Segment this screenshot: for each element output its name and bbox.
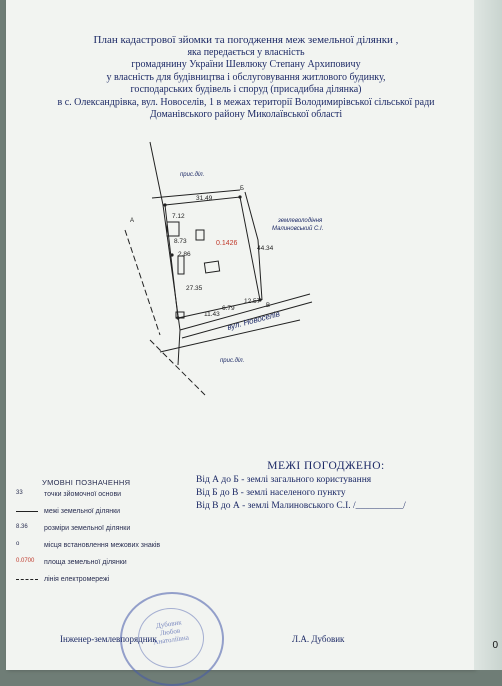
legend-key — [16, 575, 38, 580]
title-line: громадянину України Шевлюку Степану Архи… — [131, 59, 361, 70]
legend-key: 0.0700 — [16, 558, 35, 564]
dimension-label: 44.34 — [257, 245, 274, 252]
legend-heading: УМОВНІ ПОЗНАЧЕННЯ — [42, 478, 131, 487]
legend-key — [16, 507, 38, 512]
legend-text: лінія електромережі — [44, 576, 110, 583]
neighbor-boundary-left — [149, 141, 181, 366]
legend-key: 8.36 — [16, 524, 28, 530]
official-stamp-inner — [138, 608, 204, 668]
agreement-heading: МЕЖІ ПОГОДЖЕНО: — [267, 460, 385, 472]
legend-text: точки зйомочної основи — [44, 491, 122, 498]
legend-text: площа земельної ділянки — [44, 559, 127, 566]
legend-key: 33 — [16, 490, 23, 496]
legend-item: межі земельної ділянки — [16, 504, 186, 521]
page-edge: 0 — [474, 0, 502, 670]
street-line — [159, 319, 301, 353]
legend-item: 8.36 розміри земельної ділянки — [16, 521, 186, 538]
legend: УМОВНІ ПОЗНАЧЕННЯ 33 точки зйомочної осно… — [16, 478, 186, 589]
neighbor-boundary-top — [151, 189, 241, 199]
legend-item: 33 точки зйомочної основи — [16, 487, 186, 504]
corner-label: В — [266, 303, 270, 309]
power-line — [124, 229, 161, 336]
right-neighbor-label: Малиновський С.І. — [272, 225, 323, 232]
legend-text: розміри земельної ділянки — [44, 525, 131, 532]
document-title: План кадастрової зйомки та погодження ме… — [20, 34, 472, 122]
title-line: яка передається у власність — [187, 46, 305, 58]
legend-item: 0.0700 площа земельної ділянки — [16, 555, 186, 572]
signature-name: Л.А. Дубовик — [292, 634, 345, 644]
building — [177, 255, 185, 275]
agreement-row: Від В до А - землі Малиновського С.І. /_… — [196, 501, 406, 511]
side-mark: 0 — [492, 640, 498, 651]
street-line — [179, 293, 311, 331]
bottom-neighbor-label: прис.діл. — [220, 358, 244, 364]
dimension-label: 6.79 — [222, 305, 235, 312]
top-neighbor-label: прис.діл. — [180, 172, 204, 178]
boundary-marker — [258, 298, 262, 302]
legend-key: o — [16, 541, 20, 547]
power-line — [149, 339, 206, 396]
corner-label: Б — [240, 186, 244, 192]
cadastral-plan: прис.діл. землеволодіння Малиновський С.… — [124, 141, 323, 396]
legend-text: межі земельної ділянки — [44, 508, 121, 515]
neighbor-boundary-right — [244, 191, 263, 301]
dimension-label: 27.35 — [186, 285, 203, 292]
building — [203, 260, 221, 274]
right-neighbor-label: землеволодіння — [277, 218, 323, 224]
legend-item: лінія електромережі — [16, 572, 186, 589]
boundary-marker — [238, 195, 242, 199]
legend-text: місця встановлення межових знаків — [44, 542, 161, 549]
building — [195, 229, 205, 241]
dimension-label: 7.12 — [172, 213, 185, 220]
signature-role: Інженер-землевпорядник — [60, 634, 157, 644]
street-label: вул. Новоселів — [226, 309, 281, 332]
boundary-marker — [163, 203, 167, 207]
legend-item: o місця встановлення межових знаків — [16, 538, 186, 555]
title-line: у власність для будівництва і обслуговув… — [106, 71, 386, 83]
building — [166, 221, 180, 237]
title-line: Доманівського району Миколаївської облас… — [149, 109, 343, 120]
corner-label: А — [130, 218, 134, 224]
street-line — [181, 301, 313, 339]
title-line: господарських будівель і споруд (присади… — [130, 84, 362, 95]
dimension-label: 11.43 — [204, 311, 220, 318]
area-label: 0.1426 — [216, 240, 238, 247]
dimension-label: 8.73 — [174, 238, 187, 245]
document-sheet: План кадастрової зйомки та погодження ме… — [6, 0, 474, 670]
building — [175, 311, 185, 319]
title-line: в с. Олександрівка, вул. Новоселів, 1 в … — [57, 96, 435, 108]
dimension-label: 2.86 — [178, 251, 191, 258]
agreement-row: Від Б до В - землі населеного пункту — [196, 488, 346, 498]
boundary-marker — [176, 316, 180, 320]
dimension-label: 12.57 — [244, 298, 261, 305]
agreement-row: Від А до Б - землі загального користуван… — [196, 475, 372, 485]
boundary-marker — [170, 253, 174, 257]
dimension-label: 31.49 — [196, 195, 213, 202]
title-line: План кадастрової зйомки та погодження ме… — [93, 34, 399, 46]
boundary-agreement: МЕЖІ ПОГОДЖЕНО: Від А до Б - землі загал… — [196, 460, 466, 511]
